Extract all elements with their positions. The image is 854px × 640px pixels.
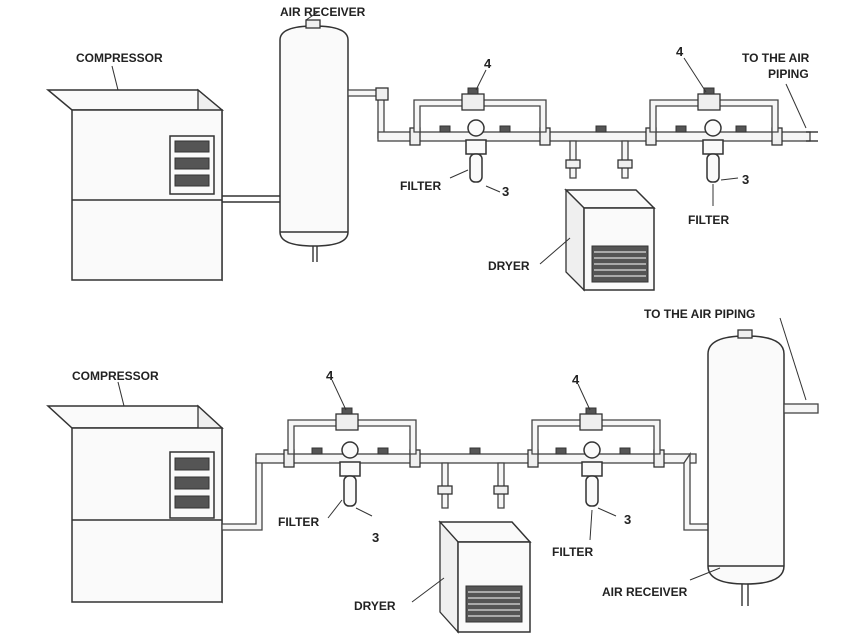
bottom-filter-right-number: 3 [624,512,631,527]
bottom-compressor [46,381,224,604]
bottom-filter-right [581,441,617,541]
bottom-air-receiver-label: AIR RECEIVER [602,585,688,599]
bottom-system: COMPRESSOR TO THE AIR PIPING FILTER FILT… [46,307,819,634]
top-air-receiver [279,11,349,262]
bottom-dryer [411,520,532,634]
top-dryer-label: DRYER [488,259,530,273]
top-bypass-right [649,87,779,133]
top-filter-right-number: 3 [742,172,749,187]
bottom-filter-left-label: FILTER [278,515,319,529]
top-compressor-label: COMPRESSOR [76,51,163,65]
bottom-compressor-label: COMPRESSOR [72,369,159,383]
bottom-bypass-right [531,407,661,455]
bottom-filter-left [327,441,373,519]
top-valve-right-number: 4 [676,44,684,59]
bottom-filter-right-label: FILTER [552,545,593,559]
top-dryer [539,188,656,292]
top-filter-right [702,119,739,206]
bottom-filter-left-number: 3 [372,530,379,545]
top-filter-right-label: FILTER [688,213,729,227]
top-compressor [45,65,225,282]
top-system: AIR RECEIVER COMPRESSOR TO THE AIR PIPIN… [45,5,818,292]
bottom-to-air-piping-label: TO THE AIR PIPING [644,307,755,321]
bottom-valve-left-number: 4 [326,368,334,383]
top-air-receiver-label: AIR RECEIVER [280,5,366,19]
top-bypass-left [413,87,547,133]
bottom-air-receiver [689,329,785,606]
top-to-air-piping-label-2: PIPING [768,67,809,81]
top-filter-left-number: 3 [502,184,509,199]
top-to-air-piping-label-1: TO THE AIR [742,51,810,65]
top-filter-left [449,119,501,193]
bottom-bypass-left [287,407,417,455]
top-filter-left-label: FILTER [400,179,441,193]
top-valve-left-number: 4 [484,56,492,71]
bottom-dryer-label: DRYER [354,599,396,613]
bottom-valve-right-number: 4 [572,372,580,387]
